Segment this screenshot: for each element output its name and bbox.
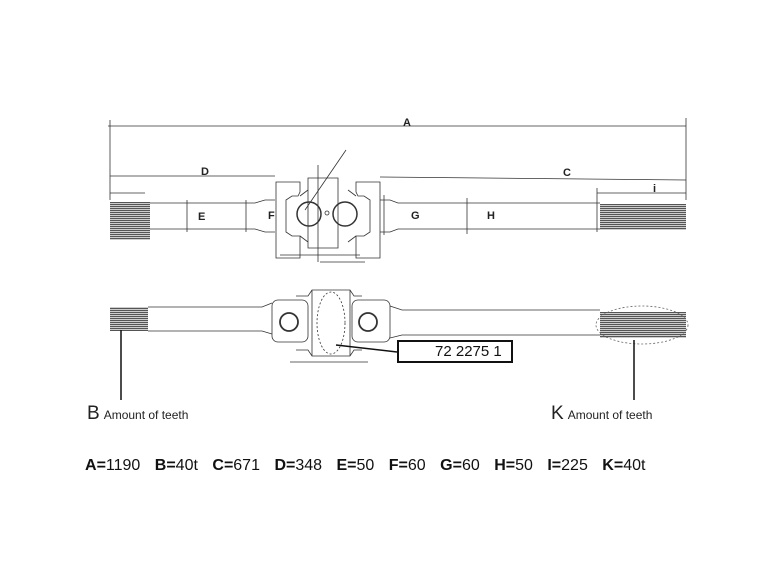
part-number-box: 72 2275 1 (397, 340, 513, 363)
left-joint-ring (296, 201, 322, 227)
label-f: F (268, 210, 275, 222)
right-spline (600, 204, 686, 230)
dim-line-c (379, 176, 687, 181)
spec-i: I=225 (547, 457, 588, 474)
spec-f: F=60 (388, 457, 426, 474)
right-disc (351, 299, 391, 343)
right-yoke (355, 181, 381, 259)
label-a: A (403, 117, 411, 129)
left-spline (110, 202, 150, 240)
spec-g: G=60 (440, 457, 480, 474)
spec-b: B=40t (154, 457, 198, 474)
spec-a: A=1190 (85, 457, 141, 474)
label-h: H (487, 210, 495, 222)
right-joint-ring (332, 201, 358, 227)
label-e: E (198, 211, 205, 223)
left-disc (271, 299, 309, 343)
label-g: G (411, 210, 420, 222)
teeth-letter: K (551, 403, 564, 424)
side-view (110, 289, 689, 400)
teeth-letter: B (87, 403, 100, 424)
left-spline-side (110, 307, 148, 331)
part-number-area (316, 291, 346, 355)
spec-d: D=348 (274, 457, 323, 474)
label-i: i (653, 183, 656, 195)
teeth-text: Amount of teeth (567, 408, 653, 422)
top-view (108, 118, 687, 263)
teeth-highlight (595, 305, 689, 345)
top-view-labels: A D C i E F G H (198, 117, 656, 223)
spec-c: C=671 (212, 457, 260, 474)
right-spline-side (600, 312, 686, 338)
right-shaft (380, 199, 600, 233)
label-d: D (201, 166, 209, 178)
teeth-text: Amount of teeth (103, 408, 189, 422)
spec-k: K=40t (602, 457, 646, 474)
label-c: C (563, 167, 571, 179)
spec-h: H=50 (494, 457, 533, 474)
left-shaft (150, 199, 275, 233)
left-yoke (275, 181, 301, 259)
spec-e: E=50 (336, 457, 375, 474)
spec-list: A=1190 B=40t C=671 D=348 E=50 F=60 G=60 … (85, 457, 655, 475)
